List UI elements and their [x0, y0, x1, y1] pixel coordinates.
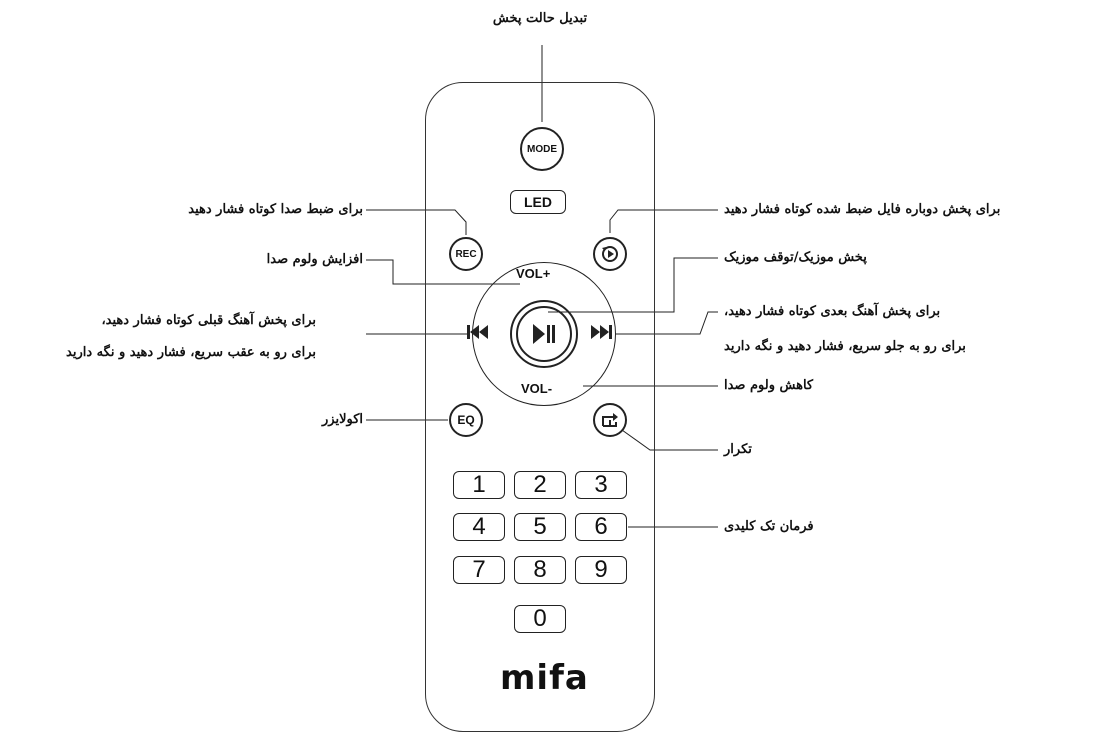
- led-button[interactable]: LED: [510, 190, 566, 214]
- number-0-button[interactable]: 0: [514, 605, 566, 633]
- number-7-button[interactable]: 7: [453, 556, 505, 584]
- vol-down-button[interactable]: VOL-: [521, 381, 553, 396]
- label-eq: اکولایزر: [322, 412, 363, 427]
- play-pause-button[interactable]: [510, 300, 578, 368]
- next-button[interactable]: [590, 324, 612, 344]
- vol-up-button[interactable]: VOL+: [516, 266, 551, 281]
- prev-button[interactable]: [467, 324, 489, 344]
- label-replay: برای پخش دوباره فایل ضبط شده کوتاه فشار …: [724, 202, 1001, 217]
- number-5-button[interactable]: 5: [514, 513, 566, 541]
- label-vol-down: کاهش ولوم صدا: [724, 378, 814, 393]
- skip-previous-icon: [467, 325, 488, 339]
- number-4-button[interactable]: 4: [453, 513, 505, 541]
- label-repeat: تکرار: [724, 442, 752, 457]
- skip-next-icon: [591, 325, 612, 339]
- number-3-button[interactable]: 3: [575, 471, 627, 499]
- repeat-button[interactable]: [593, 403, 627, 437]
- replay-button[interactable]: [593, 237, 627, 271]
- number-6-button[interactable]: 6: [575, 513, 627, 541]
- number-1-button[interactable]: 1: [453, 471, 505, 499]
- play-pause-inner: [516, 306, 572, 362]
- label-mode: تبدیل حالت پخش: [492, 11, 588, 26]
- number-9-button[interactable]: 9: [575, 556, 627, 584]
- play-pause-icon: [533, 324, 555, 344]
- replay-icon: [602, 246, 618, 262]
- label-prev-line2: برای رو به عقب سریع، فشار دهید و نگه دار…: [66, 345, 316, 360]
- number-8-button[interactable]: 8: [514, 556, 566, 584]
- label-next-line2: برای رو به جلو سریع، فشار دهید و نگه دار…: [724, 339, 966, 354]
- navigation-ring: [472, 262, 616, 406]
- label-prev-line1: برای پخش آهنگ قبلی کوتاه فشار دهید،: [101, 313, 316, 328]
- eq-button[interactable]: EQ: [449, 403, 483, 437]
- remote-control-body: [425, 82, 655, 732]
- label-rec: برای ضبط صدا کوتاه فشار دهید: [188, 202, 363, 217]
- repeat-icon: [602, 413, 618, 427]
- label-play-pause: پخش موزیک/توقف موزیک: [724, 250, 867, 265]
- label-next-line1: برای پخش آهنگ بعدی کوتاه فشار دهید،: [724, 304, 941, 319]
- number-2-button[interactable]: 2: [514, 471, 566, 499]
- label-one-touch: فرمان تک کلیدی: [724, 519, 814, 534]
- brand-logo: mifa: [500, 658, 589, 698]
- mode-button[interactable]: MODE: [520, 127, 564, 171]
- label-vol-up: افزایش ولوم صدا: [266, 252, 363, 267]
- rec-button[interactable]: REC: [449, 237, 483, 271]
